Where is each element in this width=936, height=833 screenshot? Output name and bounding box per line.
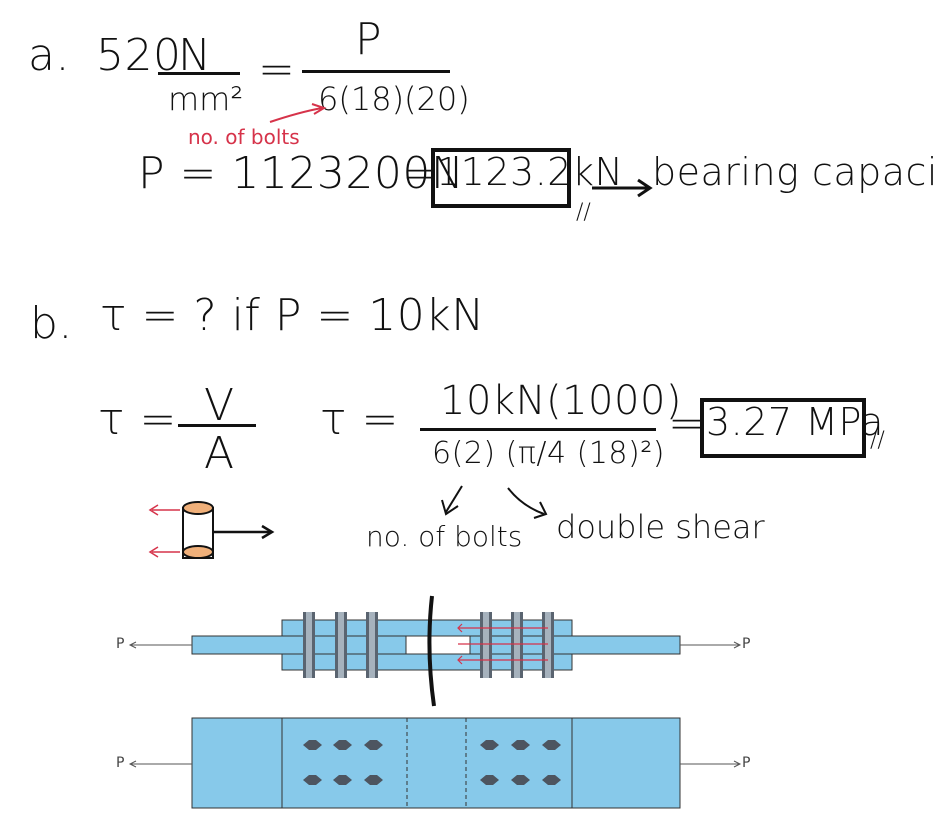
note-double-shear: double shear [556, 508, 765, 546]
formula-denominator: A [204, 428, 235, 479]
bolts-note-arrowhead [311, 103, 327, 115]
part-b-result-value: 3.27 MPa [706, 400, 884, 444]
note-shear-arrow [507, 487, 545, 515]
formula-lhs: τ = [98, 394, 177, 445]
side-load-label-left: P [116, 636, 125, 652]
part-b-result-box [700, 398, 866, 458]
part-a-label: a. [28, 30, 70, 81]
formula-numerator: V [204, 380, 235, 431]
part-a-denominator: 6(18)(20) [318, 80, 470, 118]
plan-load-label-right: P [742, 755, 751, 771]
joint-side-view [128, 595, 742, 707]
note-bolts-arrow [445, 485, 463, 513]
part-b-question: τ = ? if P = 10kN [100, 290, 485, 341]
calc-numerator: 10kN(1000) [440, 378, 682, 424]
plan-load-label-left: P [116, 755, 125, 771]
formula-fraction-line [178, 424, 256, 427]
part-a-equals: = [258, 44, 296, 95]
calc-denominator: 6(2) (π/4 (18)²) [432, 436, 665, 471]
bolt-cylinder-sketch [148, 501, 275, 559]
part-a-result-note: bearing capacity [652, 150, 936, 194]
calc-equals: = [668, 398, 706, 449]
joint-plan-view [128, 717, 742, 809]
stress-unit-fraction-line [158, 72, 240, 75]
bearing-arrow-head [637, 178, 653, 198]
part-a-fraction-line [302, 70, 450, 73]
part-b-result-mark: // [870, 428, 885, 453]
note-bolts-arrowhead [441, 499, 459, 516]
part-a-result-box [431, 148, 571, 208]
part-a-result-lhs: P = 1123200N [138, 148, 465, 199]
part-a-numerator: P [355, 14, 383, 65]
part-a-result-value: 1123.2kN [436, 150, 624, 194]
calc-lhs: τ = [320, 394, 399, 445]
note-bolts: no. of bolts [366, 520, 523, 553]
part-b-label: b. [30, 298, 73, 349]
bolts-note: no. of bolts [188, 125, 300, 149]
part-a-result-mark: // [576, 200, 591, 225]
side-load-label-right: P [742, 636, 751, 652]
note-shear-arrowhead [533, 501, 548, 519]
stress-unit-denominator: mm² [168, 80, 244, 118]
bolts-note-arrow [269, 107, 323, 123]
calc-fraction-line [420, 428, 656, 431]
